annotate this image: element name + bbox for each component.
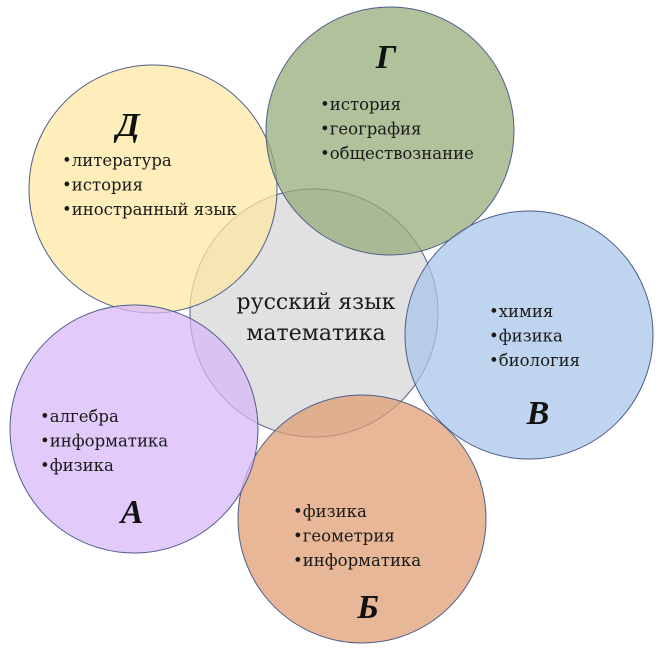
group-a-item: •алгебра [40,407,119,426]
group-b-item: •геометрия [293,527,395,546]
group-letter-a: А [119,494,144,531]
group-b-item: •физика [293,502,367,521]
group-b-item: •информатика [293,551,421,570]
group-d-item: •литература [62,151,172,170]
group-v-item: •физика [489,327,563,346]
circle-v [404,210,654,460]
group-letter-v: В [526,395,550,432]
center-label: математика [246,321,385,346]
circle-a [9,304,259,554]
group-g-item: •обществознание [320,144,474,163]
group-letter-d: Д [113,107,141,144]
text-layer: Д •литература •история •иностранный язык Г •и… [40,39,580,626]
center-label: русский язык [237,290,396,315]
group-g-item: •история [320,95,401,114]
group-v-item: •биология [489,351,580,370]
circle-b [237,394,487,644]
group-d-item: •история [62,176,143,195]
group-letter-g: Г [375,39,397,76]
group-v-item: •химия [489,302,553,321]
group-a-item: •физика [40,456,114,475]
circles-layer [9,6,654,644]
circle-g [265,6,515,256]
group-g-item: •география [320,120,421,139]
group-d-item: •иностранный язык [62,200,237,219]
group-a-item: •информатика [40,432,168,451]
group-letter-b: Б [356,589,379,626]
